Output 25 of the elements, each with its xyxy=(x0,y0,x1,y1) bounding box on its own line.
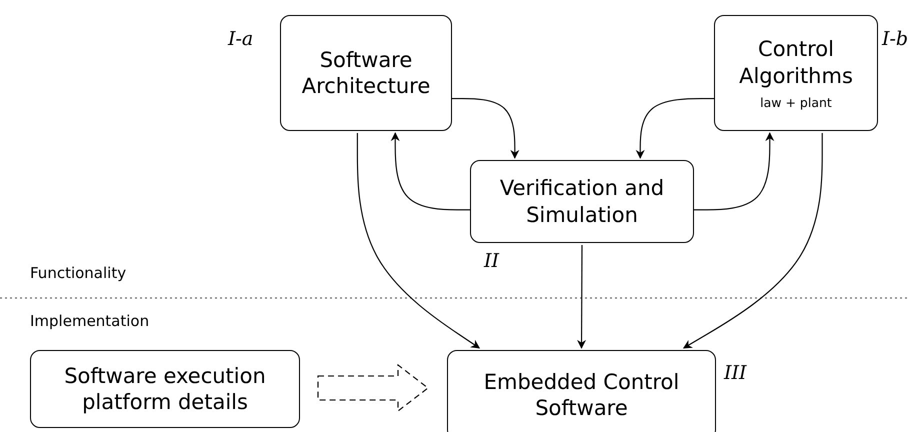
arrow xyxy=(356,133,480,348)
process-box xyxy=(714,15,878,131)
arrow xyxy=(682,133,823,348)
arrow xyxy=(577,245,586,349)
process-box xyxy=(280,15,452,131)
stage-tag: I-a xyxy=(228,28,254,50)
process-box xyxy=(470,160,694,243)
zone-label: Implementation xyxy=(30,312,150,330)
box-title: Software Architecture xyxy=(300,46,432,100)
process-box xyxy=(30,350,300,428)
box-title: Embedded Control Software xyxy=(482,368,680,422)
zone-label: Functionality xyxy=(30,264,126,282)
arrow xyxy=(636,98,714,159)
box-title: Control Algorithms xyxy=(738,36,854,89)
arrow xyxy=(390,132,470,210)
arrow xyxy=(452,98,520,159)
stage-tag: II xyxy=(484,250,500,272)
arrow xyxy=(694,132,774,210)
box-title: Verification and Simulation xyxy=(498,175,666,228)
process-box xyxy=(447,350,716,432)
dashed-block-arrow xyxy=(317,364,429,412)
stage-tag: I-b xyxy=(882,28,908,50)
box-subtitle: law + plant xyxy=(760,94,832,110)
box-title: Software execution platform details xyxy=(63,362,267,416)
stage-tag: III xyxy=(724,362,747,384)
